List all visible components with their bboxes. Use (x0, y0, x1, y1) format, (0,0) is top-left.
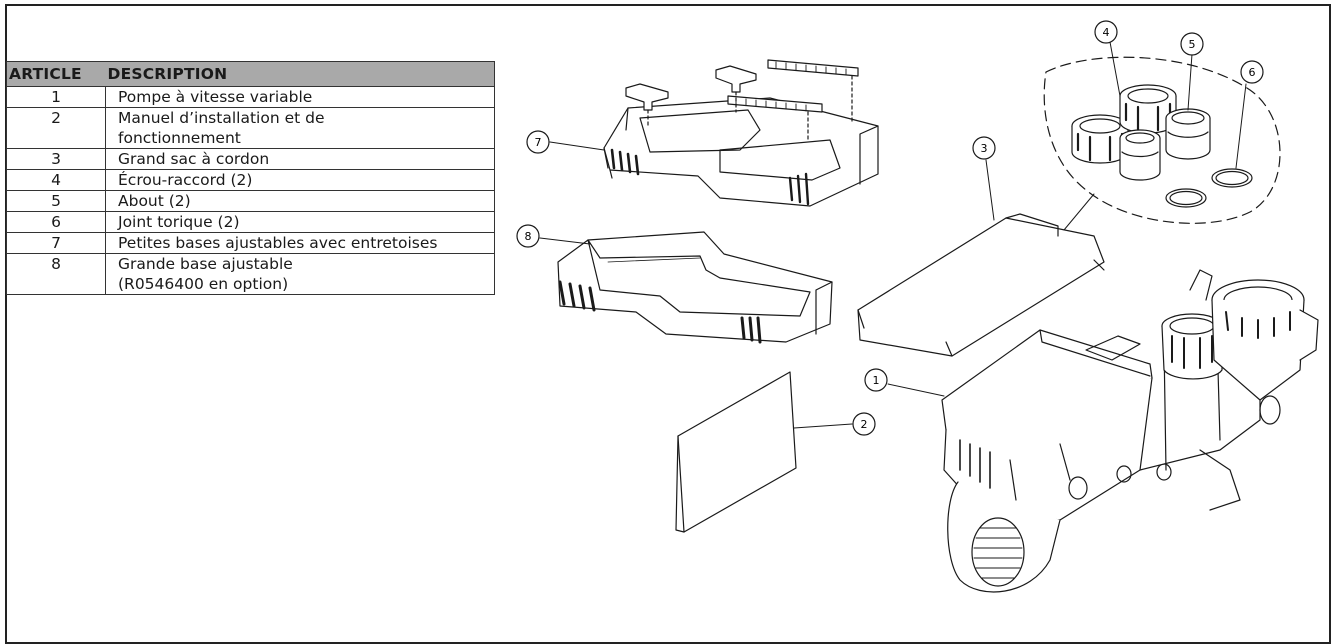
callout-8: 8 (516, 224, 540, 248)
description-line: Manuel d’installation et de (118, 109, 325, 127)
row-description: Pompe à vitesse variable (105, 86, 495, 108)
table-row: 7 Petites bases ajustables avec entretoi… (6, 232, 495, 254)
description-line: fonctionnement (118, 129, 241, 147)
description-line: (R0546400 en option) (118, 275, 289, 293)
svg-text:1: 1 (873, 374, 880, 387)
large-base-illustration (557, 231, 833, 344)
cord-bag-illustration (857, 213, 1105, 357)
row-description: About (2) (105, 190, 495, 212)
parts-table: ARTICLE DESCRIPTION 1 Pompe à vitesse va… (6, 61, 495, 295)
row-description: Grande base ajustable (R0546400 en option… (105, 253, 495, 295)
callout-7: 7 (526, 130, 550, 154)
pump-illustration (941, 269, 1319, 593)
callout-4: 4 (1094, 20, 1118, 44)
description-line: About (2) (118, 192, 191, 210)
table-row: 4 Écrou-raccord (2) (6, 169, 495, 191)
svg-text:7: 7 (535, 136, 542, 149)
callout-5: 5 (1180, 32, 1204, 56)
callout-2: 2 (852, 412, 876, 436)
row-description: Écrou-raccord (2) (105, 169, 495, 191)
fittings-illustration (1043, 56, 1281, 224)
svg-text:4: 4 (1103, 26, 1110, 39)
small-bases-illustration (603, 59, 879, 207)
description-line: Écrou-raccord (2) (118, 171, 253, 189)
svg-text:2: 2 (861, 418, 868, 431)
table-row: 5 About (2) (6, 190, 495, 212)
description-line: Grand sac à cordon (118, 150, 270, 168)
description-line: Petites bases ajustables avec entretoise… (118, 234, 438, 252)
exploded-parts-diagram: 4 5 6 3 7 8 1 2 (516, 20, 1319, 593)
row-description: Petites bases ajustables avec entretoise… (105, 232, 495, 254)
row-description: Manuel d’installation et de fonctionnemen… (105, 107, 495, 149)
manual-illustration (675, 371, 797, 533)
table-header-row: ARTICLE DESCRIPTION (6, 61, 495, 87)
svg-text:3: 3 (981, 142, 988, 155)
callout-3: 3 (972, 136, 996, 160)
svg-text:6: 6 (1249, 66, 1256, 79)
callout-6: 6 (1240, 60, 1264, 84)
description-header: DESCRIPTION (105, 61, 495, 87)
table-row: 1 Pompe à vitesse variable (6, 86, 495, 108)
row-number: 8 (6, 253, 106, 295)
table-row: 8 Grande base ajustable (R0546400 en opti… (6, 253, 495, 295)
article-header: ARTICLE (6, 61, 106, 87)
description-line: Pompe à vitesse variable (118, 88, 313, 106)
description-line: Joint torique (2) (118, 213, 240, 231)
svg-text:5: 5 (1189, 38, 1196, 51)
callout-leaders (539, 41, 1247, 429)
description-line: Grande base ajustable (118, 255, 293, 273)
callout-1: 1 (864, 368, 888, 392)
table-row: 3 Grand sac à cordon (6, 148, 495, 170)
svg-text:8: 8 (525, 230, 532, 243)
